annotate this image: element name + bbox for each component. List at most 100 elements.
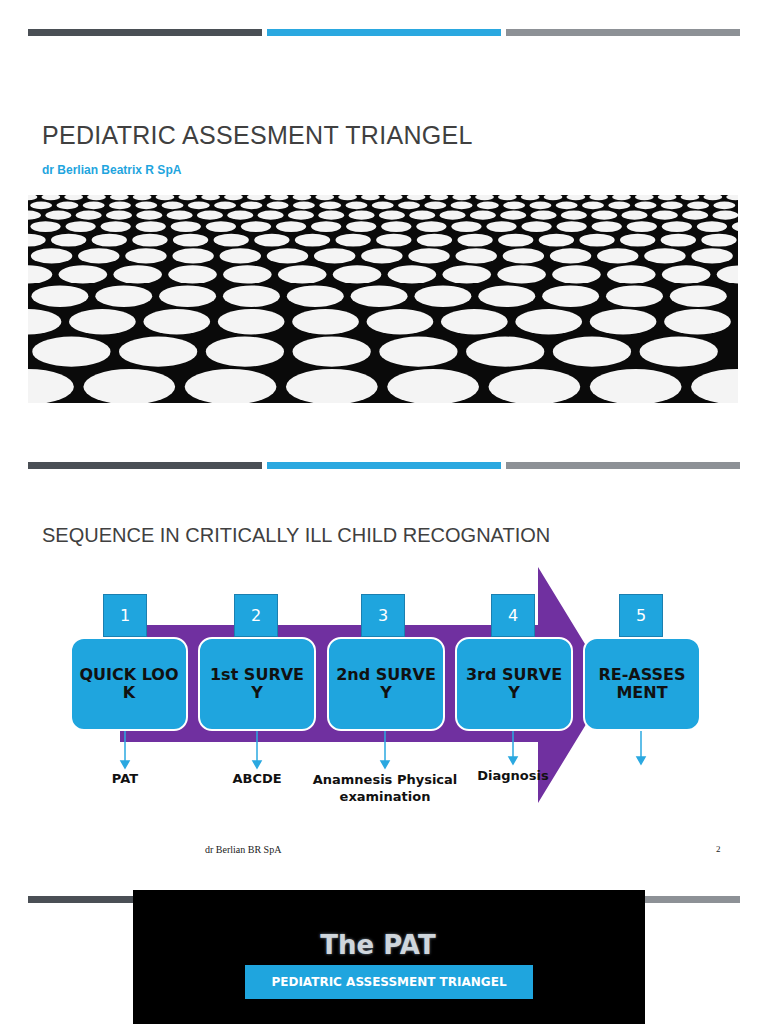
ellipse-disc (109, 202, 131, 210)
ellipse-disc (681, 195, 700, 200)
ellipse-disc (133, 195, 152, 200)
leader-arrows (121, 731, 645, 768)
ellipse-disc (658, 195, 677, 200)
ellipse-disc (697, 221, 727, 232)
ellipse-disc (361, 195, 380, 200)
ellipse-disc (414, 285, 471, 307)
ellipse-disc (110, 195, 129, 200)
ellipse-disc (185, 369, 277, 403)
ellipse-disc (28, 211, 41, 220)
ellipse-disc (28, 309, 61, 334)
ellipse-disc (664, 309, 731, 334)
ellipse-disc (640, 337, 718, 367)
process-box: 2nd SURVEY (327, 637, 445, 731)
ellipse-disc (76, 211, 102, 220)
ellipse-disc (201, 195, 220, 200)
step-number: 5 (619, 594, 663, 637)
ellipse-disc (531, 211, 557, 220)
ellipse-disc (489, 369, 581, 403)
step-output: PAT (85, 771, 165, 788)
video-title: The PAT (250, 930, 506, 960)
ellipse-disc (247, 195, 266, 200)
ellipse-disc (119, 337, 197, 367)
ellipse-disc (521, 195, 540, 200)
ellipse-disc (31, 248, 72, 263)
ellipse-disc (597, 248, 638, 263)
ellipse-disc (101, 221, 131, 232)
ellipse-disc (500, 211, 526, 220)
ellipse-disc (30, 202, 52, 210)
ellipse-disc (227, 211, 253, 220)
ellipse-disc (224, 195, 243, 200)
ellipse-disc (388, 265, 437, 283)
ellipse-disc (345, 202, 367, 210)
page-number: 2 (716, 844, 721, 854)
ellipse-disc (703, 195, 722, 200)
ellipse-disc (293, 337, 371, 367)
ellipse-disc (87, 195, 106, 200)
ellipse-disc (125, 248, 166, 263)
ellipse-disc (223, 265, 272, 283)
ellipse-disc (214, 202, 236, 210)
ellipse-disc (241, 221, 271, 232)
ellipse-disc (478, 285, 535, 307)
ellipse-disc (95, 285, 152, 307)
ellipse-disc (644, 248, 685, 263)
ellipse-disc (28, 369, 74, 403)
step-number: 1 (103, 594, 147, 637)
ellipse-disc (726, 195, 738, 200)
footer-author: dr Berlian BR SpA (205, 844, 281, 855)
ellipse-disc (367, 309, 434, 334)
ellipse-disc (466, 337, 544, 367)
ellipse-disc (136, 211, 162, 220)
ellipse-disc (457, 234, 492, 247)
ellipse-disc (51, 234, 86, 247)
ellipse-disc (278, 265, 327, 283)
ellipse-disc (45, 211, 71, 220)
ellipse-disc (333, 265, 382, 283)
ellipse-disc (451, 221, 481, 232)
ellipse-disc (691, 369, 738, 403)
slide-title: PEDIATRIC ASSESMENT TRIANGEL (42, 121, 473, 150)
ellipse-disc (379, 337, 457, 367)
node-text: QUICK LOOK (78, 666, 180, 703)
ellipse-disc (442, 265, 491, 283)
ellipse-disc (286, 369, 378, 403)
ellipse-disc (28, 265, 52, 283)
ellipse-disc (270, 195, 289, 200)
ellipse-disc (197, 211, 223, 220)
ellipse-disc (635, 202, 657, 210)
ellipse-disc (387, 369, 479, 403)
ellipse-disc (346, 221, 376, 232)
author-line: dr Berlian Beatrix R SpA (42, 163, 181, 177)
ellipse-disc (553, 337, 631, 367)
ellipse-disc (497, 265, 546, 283)
ellipse-disc (28, 234, 46, 247)
ellipse-disc (168, 265, 217, 283)
ellipse-disc (56, 202, 78, 210)
ellipse-disc (670, 285, 727, 307)
ellipse-disc (503, 248, 544, 263)
ellipse-disc (477, 202, 499, 210)
ellipse-disc (318, 211, 344, 220)
ellipse-disc (662, 221, 692, 232)
ellipse-disc (607, 265, 656, 283)
ellipse-disc (31, 285, 88, 307)
ellipse-disc (416, 221, 446, 232)
video-still (133, 890, 645, 1024)
ellipse-disc (287, 285, 344, 307)
ellipse-disc (521, 221, 551, 232)
step-output: Diagnosis (468, 768, 558, 785)
ellipse-disc (561, 211, 587, 220)
ellipse-disc (214, 234, 249, 247)
ellipse-disc (592, 221, 622, 232)
ellipse-disc (661, 202, 683, 210)
ellipse-disc (550, 248, 591, 263)
ellipse-disc (135, 202, 157, 210)
ellipse-disc (178, 195, 197, 200)
ellipse-disc (701, 234, 736, 247)
ellipse-disc (69, 309, 136, 334)
ellipse-disc (542, 285, 599, 307)
ellipse-disc (254, 234, 289, 247)
